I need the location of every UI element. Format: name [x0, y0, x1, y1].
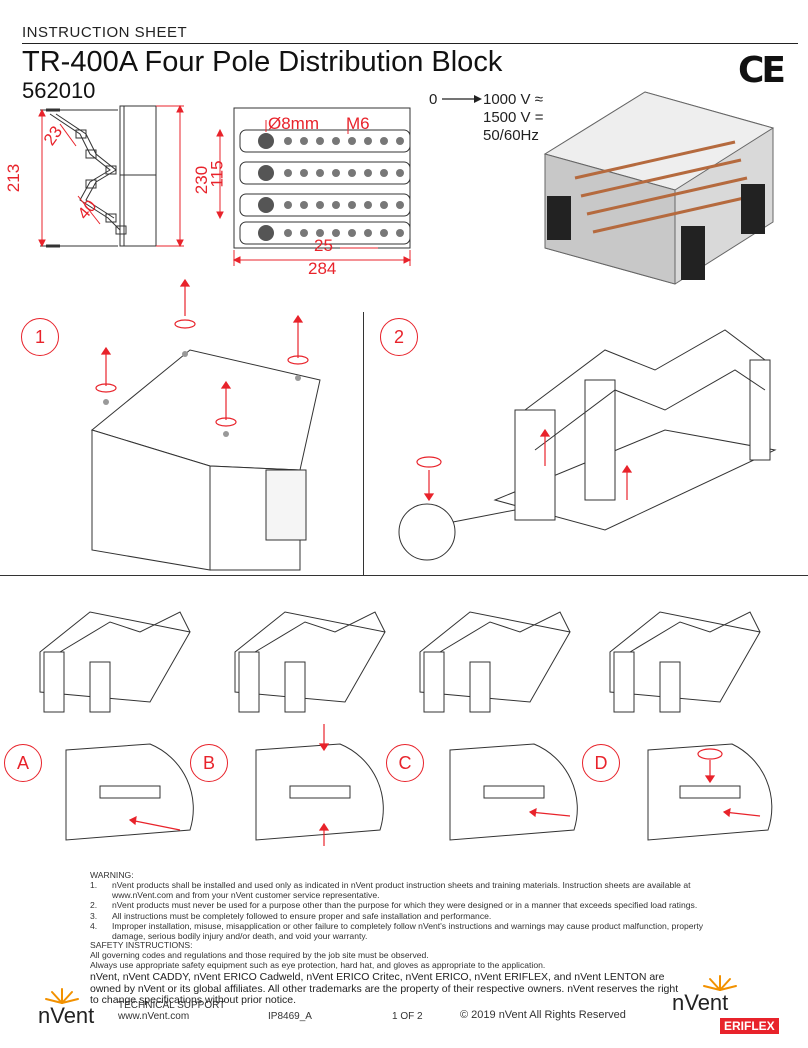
warning-item: 4. Improper installation, misuse, misappl… — [90, 921, 730, 941]
nvent-wordmark-right: nVent — [672, 990, 729, 1015]
dim-pitch: 25 — [314, 236, 333, 255]
warning-heading: WARNING: — [90, 870, 134, 880]
rating-prefix: 0 — [429, 91, 438, 108]
warning-item-text: Improper installation, misuse, misapplic… — [112, 920, 704, 942]
step-a-badge: A — [4, 744, 42, 782]
side-view-drawing — [38, 104, 184, 248]
substep-assemblies — [39, 611, 761, 713]
rating-arrow-icon — [442, 95, 482, 103]
step-b-badge: B — [190, 744, 228, 782]
trademark-notice: nVent, nVent CADDY, nVent ERICO Cadweld,… — [90, 971, 679, 1006]
document-id: IP8469_A — [268, 1011, 312, 1022]
warning-item: 2. nVent products must never be used for … — [90, 900, 730, 910]
nvent-burst-icon — [45, 988, 79, 1004]
horizontal-divider — [0, 575, 808, 576]
rating-ac: 1000 V ≈ — [483, 91, 543, 108]
nvent-burst-icon — [703, 975, 737, 991]
dim-thread: M6 — [346, 114, 370, 133]
rating-freq: 50/60Hz — [483, 127, 539, 144]
warning-item: 3. All instructions must be completely fo… — [90, 911, 730, 921]
header-rule — [22, 43, 798, 44]
warning-item-number: 2. — [90, 900, 98, 911]
rating-block: 1000 V ≈ 1500 V = 50/60Hz — [483, 91, 543, 145]
step-1-illustration — [90, 278, 321, 571]
warning-item-text: nVent products must never be used for a … — [112, 900, 698, 911]
step-c-badge: C — [386, 744, 424, 782]
top-view-drawing — [216, 107, 412, 266]
warning-item-number: 1. — [90, 880, 98, 890]
substep-details — [65, 724, 773, 846]
support-label: TECHNICAL SUPPORT — [118, 1000, 226, 1011]
step-1-badge: 1 — [21, 318, 59, 356]
safety-section: SAFETY INSTRUCTIONS: All governing codes… — [90, 940, 730, 971]
safety-line-1: All governing codes and regulations and … — [90, 950, 429, 961]
copyright: © 2019 nVent All Rights Reserved — [460, 1009, 626, 1021]
support-block: TECHNICAL SUPPORT www.nVent.com — [118, 1000, 225, 1022]
warning-item-text: nVent products shall be installed and us… — [112, 880, 691, 901]
rating-dc: 1500 V = — [483, 109, 544, 126]
sheet-label: INSTRUCTION SHEET — [22, 24, 188, 41]
warning-item-number: 4. — [90, 920, 98, 931]
ce-mark: CE — [738, 50, 786, 91]
step-d-badge: D — [582, 744, 620, 782]
dim-width: 284 — [308, 259, 337, 278]
part-number: 562010 — [22, 78, 96, 103]
warning-item: 1. nVent products shall be installed and … — [90, 880, 730, 900]
safety-heading: SAFETY INSTRUCTIONS: — [90, 940, 193, 950]
safety-line-2: Always use appropriate safety equipment … — [90, 960, 546, 971]
nvent-wordmark-left: nVent — [38, 1003, 95, 1028]
support-link[interactable]: www.nVent.com — [118, 1011, 190, 1022]
dim-hole-diameter: Ø8mm — [268, 114, 319, 133]
vertical-divider — [363, 312, 364, 575]
warning-list: 1. nVent products shall be installed and … — [90, 880, 730, 941]
dim-side-height: 213 — [4, 163, 24, 193]
page-number: 1 OF 2 — [392, 1011, 423, 1022]
warning-item-number: 3. — [90, 910, 98, 921]
warning-item-text: All instructions must be completely foll… — [112, 910, 492, 921]
dim-top-height: 115 — [207, 160, 227, 188]
page-title: TR-400A Four Pole Distribution Block — [22, 46, 503, 78]
product-render — [543, 91, 775, 285]
step-2-illustration — [398, 329, 777, 561]
eriflex-badge: ERIFLEX — [720, 1018, 779, 1034]
step-2-badge: 2 — [380, 318, 418, 356]
